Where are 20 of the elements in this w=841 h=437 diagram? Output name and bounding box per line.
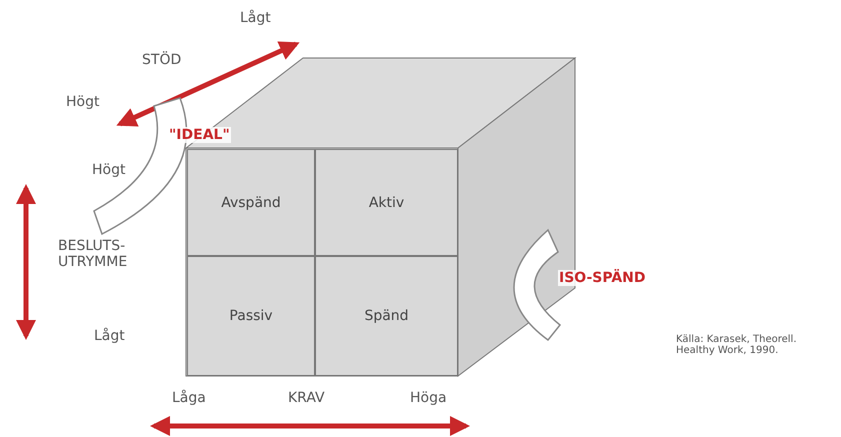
scale-label: Lågt [94, 328, 125, 344]
zone-label: "IDEAL" [168, 127, 231, 143]
zone-label: ISO-SPÄND [558, 270, 646, 286]
quadrant-panel [315, 256, 458, 376]
quadrant-label: Aktiv [368, 194, 404, 210]
axis-title: KRAV [288, 390, 325, 406]
quadrant-label: Passiv [229, 308, 273, 324]
scale-label: Högt [66, 94, 100, 110]
axis-title: STÖD [142, 52, 182, 68]
scale-label: Lågt [240, 10, 271, 26]
scale-label: Högt [92, 162, 126, 178]
axis-title: BESLUTS- UTRYMME [58, 238, 128, 270]
quadrant-panel [187, 256, 315, 376]
source-note: Källa: Karasek, Theorell. Healthy Work, 1990. [676, 334, 798, 356]
scale-label: Låga [172, 390, 206, 406]
quadrant-label: Avspänd [221, 194, 281, 210]
quadrant-label: Spänd [364, 308, 409, 324]
quadrant-panel [187, 149, 315, 256]
scale-label: Höga [410, 390, 447, 406]
quadrant-panel [315, 149, 458, 256]
